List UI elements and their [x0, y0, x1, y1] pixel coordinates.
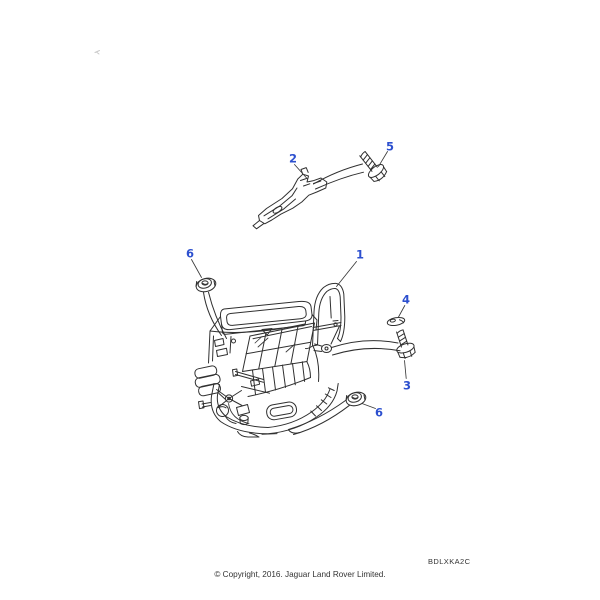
- callout-5: 5: [385, 139, 395, 154]
- callout-4: 4: [401, 292, 411, 307]
- callout-6-lower: 6: [374, 405, 384, 420]
- reference-curves-nut-lower: [288, 400, 350, 435]
- callout-2: 2: [288, 151, 298, 166]
- reference-curves-nut-upper: [203, 291, 227, 339]
- clip-part-4: [386, 316, 406, 327]
- callout-3: 3: [402, 378, 412, 393]
- copyright-text: © Copyright, 2016. Jaguar Land Rover Lim…: [214, 570, 386, 579]
- diagram-code: BDLXKA2C: [428, 557, 471, 566]
- reference-curves-bolt-3: [331, 340, 401, 356]
- callout-leader-lines: [191, 151, 407, 409]
- nut-part-6-lower: [345, 391, 367, 407]
- heater-assembly-part-1: [194, 282, 346, 438]
- bracket-part-2: [252, 167, 328, 230]
- callout-6-upper: 6: [185, 246, 195, 261]
- reference-curves-bracket: [313, 163, 364, 190]
- callout-1: 1: [355, 247, 365, 262]
- bolt-part-5: [359, 151, 388, 182]
- faint-print-artifact: [94, 50, 100, 55]
- bolt-part-3: [396, 329, 416, 359]
- nut-part-6-upper: [195, 277, 217, 293]
